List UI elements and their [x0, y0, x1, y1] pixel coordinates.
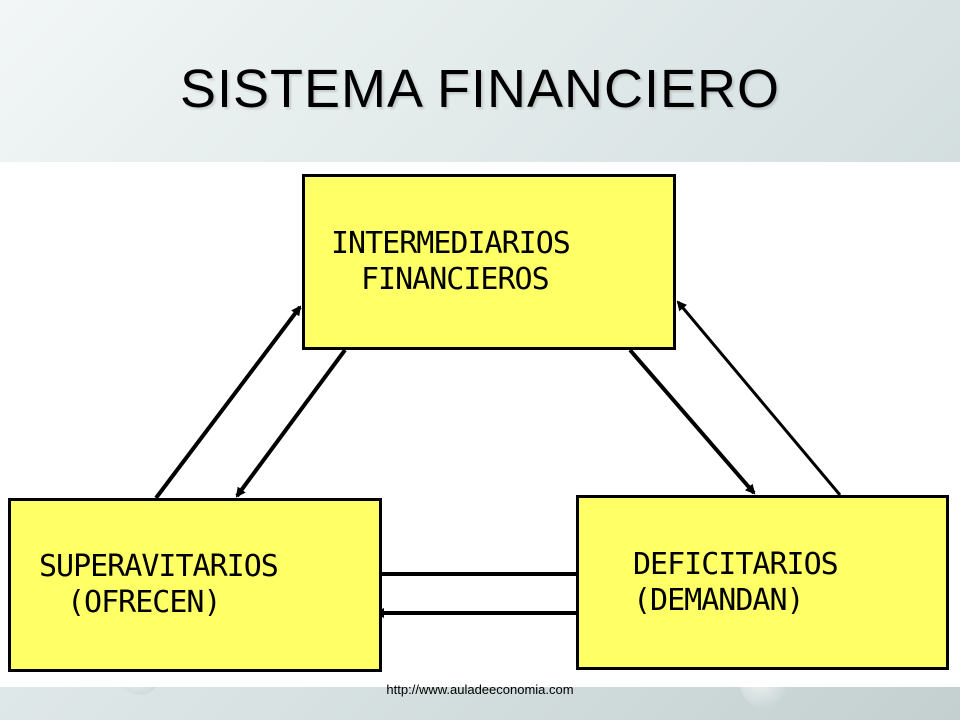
node-intermediarios-financieros: INTERMEDIARIOS FINANCIEROS [302, 174, 676, 350]
node-deficitarios: DEFICITARIOS (DEMANDAN) [576, 495, 949, 670]
arrow-intermediarios-to-deficitarios [628, 348, 756, 495]
source-url: http://www.auladeeconomia.com [386, 682, 574, 697]
node-label-line2: (DEMANDAN) [633, 582, 805, 618]
node-label-line1: DEFICITARIOS [633, 546, 839, 582]
node-label-line1: SUPERAVITARIOS [39, 549, 279, 584]
arrow-deficitarios-to-intermediarios [676, 300, 842, 496]
arrows-layer [154, 300, 842, 618]
arrow-intermediarios-to-superavitarios [235, 348, 347, 498]
arrow-superavitarios-to-intermediarios [154, 305, 302, 500]
slide-title: SISTEMA FINANCIERO [179, 59, 781, 119]
node-label-line1: INTERMEDIARIOS [331, 226, 571, 261]
node-superavitarios: SUPERAVITARIOS (OFRECEN) [8, 498, 382, 672]
node-label-line2: (OFRECEN) [67, 585, 222, 620]
node-label-line2: FINANCIEROS [361, 262, 550, 297]
diagram-area: INTERMEDIARIOS FINANCIEROS SUPERAVITARIO… [0, 162, 960, 687]
